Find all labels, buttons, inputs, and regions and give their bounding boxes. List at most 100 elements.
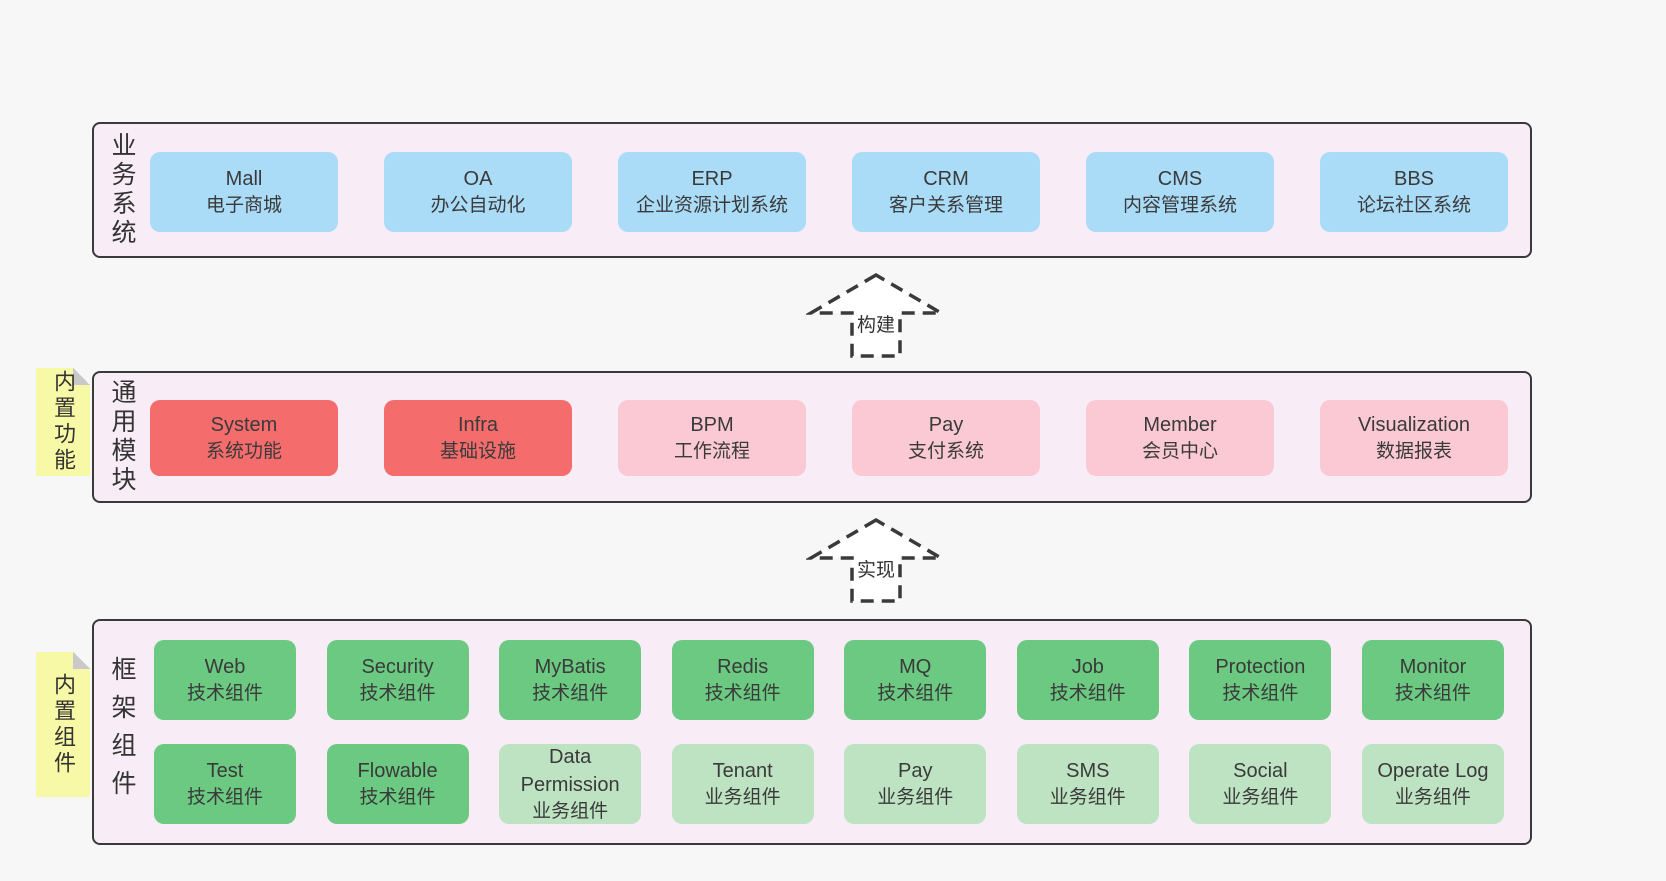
box-subtitle: 工作流程 bbox=[673, 440, 750, 462]
box-subtitle: 技术组件 bbox=[359, 786, 436, 808]
box-subtitle: 业务组件 bbox=[877, 786, 954, 808]
box-title: MyBatis bbox=[534, 655, 606, 678]
box-web: Web 技术组件 bbox=[154, 640, 296, 720]
box-cms: CMS 内容管理系统 bbox=[1086, 152, 1274, 232]
box-pay: Pay 支付系统 bbox=[852, 400, 1040, 476]
box-subtitle: 技术组件 bbox=[359, 682, 436, 704]
box-oa: OA 办公自动化 bbox=[384, 152, 572, 232]
box-title: CRM bbox=[923, 167, 969, 190]
box-social: Social 业务组件 bbox=[1189, 744, 1332, 824]
box-title: Infra bbox=[457, 413, 499, 436]
box-job: Job 技术组件 bbox=[1016, 640, 1159, 720]
box-subtitle: 技术组件 bbox=[1049, 682, 1126, 704]
box-title: Flowable bbox=[357, 759, 438, 782]
box-flowable: Flowable 技术组件 bbox=[326, 744, 469, 824]
box-title: OA bbox=[463, 167, 493, 190]
box-title: Test bbox=[206, 759, 244, 782]
box-subtitle: 企业资源计划系统 bbox=[635, 194, 788, 216]
box-data-permission: Data Permission 业务组件 bbox=[499, 744, 642, 824]
box-subtitle: 基础设施 bbox=[439, 440, 516, 462]
box-title: Operate Log bbox=[1377, 759, 1489, 782]
box-infra: Infra 基础设施 bbox=[384, 400, 572, 476]
box-subtitle: 业务组件 bbox=[532, 800, 609, 822]
box-subtitle: 技术组件 bbox=[186, 682, 263, 704]
common-modules-layer: 通用模块 System 系统功能 Infra 基础设施 BPM 工作流程 Pay… bbox=[92, 371, 1532, 503]
business-systems-layer: 业务系统 Mall 电子商城 OA 办公自动化 ERP 企业资源计划系统 CRM… bbox=[92, 122, 1532, 258]
box-protection: Protection 技术组件 bbox=[1189, 640, 1332, 720]
box-sms: SMS 业务组件 bbox=[1016, 744, 1159, 824]
box-mybatis: MyBatis 技术组件 bbox=[499, 640, 642, 720]
box-subtitle: 业务组件 bbox=[704, 786, 781, 808]
box-subtitle: 论坛社区系统 bbox=[1356, 194, 1471, 216]
box-security: Security 技术组件 bbox=[326, 640, 469, 720]
box-title: Social bbox=[1233, 759, 1288, 782]
box-title: Tenant bbox=[712, 759, 773, 782]
box-pay: Pay 业务组件 bbox=[844, 744, 987, 824]
implement-arrow-label: 实现 bbox=[853, 555, 899, 582]
box-system: System 系统功能 bbox=[150, 400, 338, 476]
box-redis: Redis 技术组件 bbox=[671, 640, 814, 720]
box-subtitle: 电子商城 bbox=[205, 194, 282, 216]
box-subtitle: 技术组件 bbox=[877, 682, 954, 704]
box-subtitle: 技术组件 bbox=[704, 682, 781, 704]
box-title: MQ bbox=[899, 655, 932, 678]
build-arrow: 构建 bbox=[806, 272, 946, 360]
box-title: Web bbox=[204, 655, 246, 678]
box-subtitle: 数据报表 bbox=[1375, 440, 1452, 462]
box-member: Member 会员中心 bbox=[1086, 400, 1274, 476]
box-title: CMS bbox=[1157, 167, 1203, 190]
sticky-note-text: 内置组件 bbox=[51, 672, 76, 777]
box-visualization: Visualization 数据报表 bbox=[1320, 400, 1508, 476]
component-boxes-row1: Web 技术组件 Security 技术组件 MyBatis 技术组件 Redi… bbox=[154, 640, 1504, 720]
box-tenant: Tenant 业务组件 bbox=[671, 744, 814, 824]
box-subtitle: 业务组件 bbox=[1049, 786, 1126, 808]
box-title: Member bbox=[1143, 413, 1217, 436]
box-bbs: BBS 论坛社区系统 bbox=[1320, 152, 1508, 232]
box-subtitle: 支付系统 bbox=[907, 440, 984, 462]
modules-layer-label: 通用模块 bbox=[108, 379, 136, 495]
box-subtitle: 办公自动化 bbox=[430, 194, 526, 216]
box-monitor: Monitor 技术组件 bbox=[1361, 640, 1504, 720]
module-boxes: System 系统功能 Infra 基础设施 BPM 工作流程 Pay 支付系统… bbox=[150, 400, 1508, 476]
sticky-note-text: 内置功能 bbox=[51, 370, 76, 474]
framework-components-layer: 框架组件 Web 技术组件 Security 技术组件 MyBatis 技术组件… bbox=[92, 619, 1532, 845]
box-operate-log: Operate Log 业务组件 bbox=[1361, 744, 1504, 824]
box-subtitle: 技术组件 bbox=[532, 682, 609, 704]
box-title: Visualization bbox=[1358, 413, 1470, 436]
folded-corner-icon bbox=[73, 652, 90, 669]
sticky-note-builtin-features: 内置功能 bbox=[36, 368, 90, 476]
box-title: BBS bbox=[1393, 167, 1435, 190]
box-subtitle: 技术组件 bbox=[1222, 682, 1299, 704]
box-title: ERP bbox=[691, 167, 733, 190]
box-title: Protection bbox=[1215, 655, 1306, 678]
box-title: System bbox=[210, 413, 278, 436]
folded-corner-icon bbox=[73, 368, 90, 385]
business-boxes: Mall 电子商城 OA 办公自动化 ERP 企业资源计划系统 CRM 客户关系… bbox=[150, 152, 1508, 232]
box-subtitle: 业务组件 bbox=[1222, 786, 1299, 808]
box-title: BPM bbox=[690, 413, 734, 436]
box-bpm: BPM 工作流程 bbox=[618, 400, 806, 476]
box-title: Job bbox=[1071, 655, 1104, 678]
box-subtitle: 技术组件 bbox=[1394, 682, 1471, 704]
box-mall: Mall 电子商城 bbox=[150, 152, 338, 232]
box-title: SMS bbox=[1066, 759, 1110, 782]
box-title: Monitor bbox=[1399, 655, 1467, 678]
components-layer-label: 框架组件 bbox=[108, 656, 136, 808]
sticky-note-builtin-components: 内置组件 bbox=[36, 652, 90, 797]
implement-arrow: 实现 bbox=[806, 517, 946, 605]
box-subtitle: 系统功能 bbox=[205, 440, 282, 462]
business-layer-label: 业务系统 bbox=[108, 132, 136, 248]
box-title: Mall bbox=[225, 167, 263, 190]
box-subtitle: 技术组件 bbox=[186, 786, 263, 808]
box-title: Pay bbox=[898, 759, 933, 782]
box-mq: MQ 技术组件 bbox=[844, 640, 987, 720]
box-title: Pay bbox=[928, 413, 964, 436]
box-subtitle: 业务组件 bbox=[1394, 786, 1471, 808]
component-boxes-row2: Test 技术组件 Flowable 技术组件 Data Permission … bbox=[154, 744, 1504, 824]
box-title: Data Permission bbox=[520, 745, 620, 796]
box-subtitle: 客户关系管理 bbox=[888, 194, 1003, 216]
box-title: Redis bbox=[717, 655, 769, 678]
box-test: Test 技术组件 bbox=[154, 744, 296, 824]
build-arrow-label: 构建 bbox=[853, 310, 899, 337]
